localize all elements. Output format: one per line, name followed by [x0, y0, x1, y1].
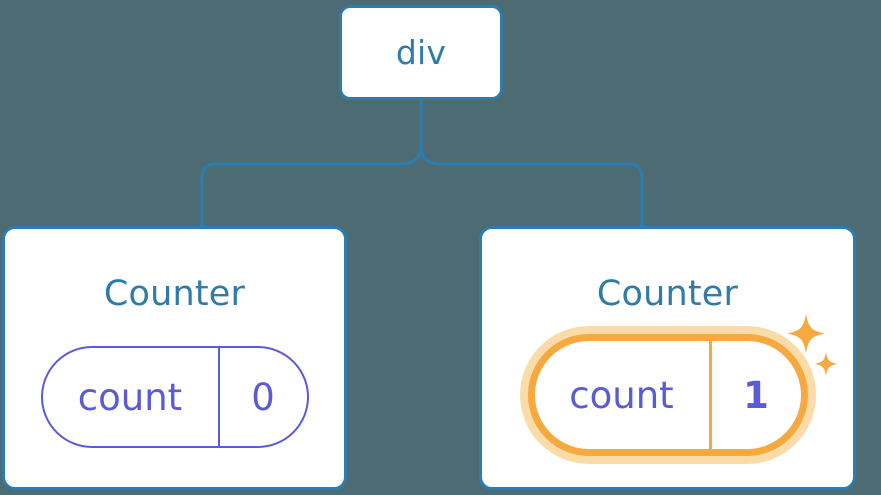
node-counter-right-title: Counter [596, 274, 739, 314]
node-counter-right[interactable]: Counter count 1 [479, 226, 856, 490]
state-pill-right-wrapper: count 1 [527, 314, 837, 456]
node-root-label: div [395, 33, 447, 72]
node-counter-left-title: Counter [103, 274, 246, 314]
sparkle-small-icon [814, 352, 837, 376]
state-pill-right-key: count [535, 341, 712, 449]
state-pill-right-value: 1 [743, 373, 769, 417]
state-pill-left-key: count [43, 348, 220, 446]
state-pill-right[interactable]: count 1 [527, 334, 808, 456]
node-counter-left[interactable]: Counter count 0 [2, 226, 347, 490]
state-pill-left-wrapper: count 0 [40, 346, 309, 448]
state-pill-left[interactable]: count 0 [40, 346, 309, 448]
sparkle-large-icon [787, 314, 824, 353]
state-pill-left-value: 0 [251, 375, 275, 419]
node-root-div[interactable]: div [339, 5, 503, 100]
